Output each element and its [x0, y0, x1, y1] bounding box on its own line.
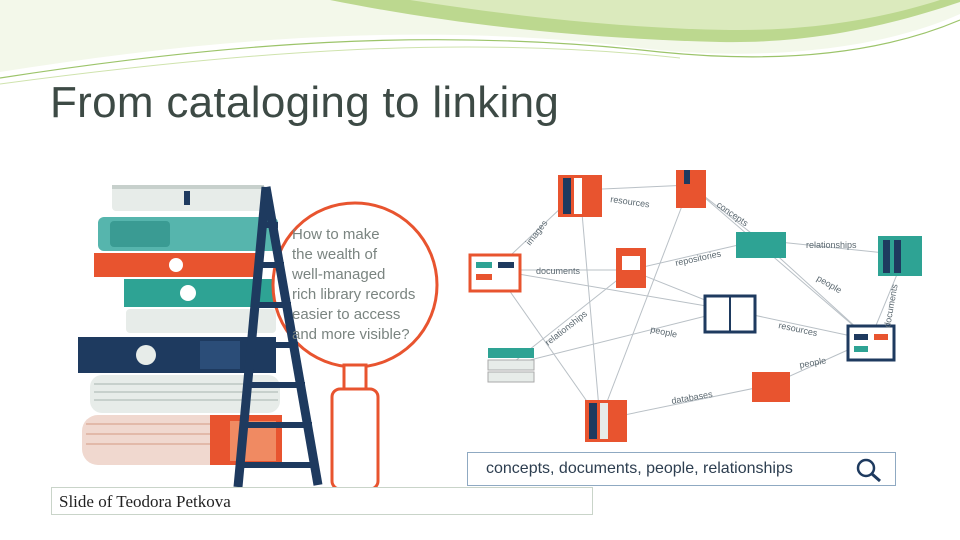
edge-label: resources: [778, 320, 819, 338]
edge-label: concepts: [715, 199, 751, 228]
edge-label: resources: [610, 194, 651, 209]
question-line: How to make: [292, 226, 380, 243]
node-book-top: [676, 170, 706, 208]
node-binders-top: [558, 175, 602, 217]
node-open-book-right: [846, 324, 896, 362]
edge-label: images: [524, 218, 550, 247]
edge-label: documents: [536, 266, 581, 276]
magnifier-icon: [271, 201, 439, 491]
edge-label: repositories: [674, 248, 722, 268]
network-edges: [494, 184, 906, 421]
edge-label: people: [815, 273, 843, 295]
node-books-bottom-right: [752, 372, 790, 402]
linked-data-network: resources concepts images documents repo…: [468, 170, 922, 442]
question-line: rich library records: [292, 286, 415, 303]
edge-label: people: [799, 355, 827, 370]
search-query: concepts, documents, people, relationshi…: [486, 460, 793, 477]
node-binders-bottom: [585, 400, 627, 442]
node-open-book-left: [468, 253, 522, 293]
question-line: and more visible?: [292, 326, 410, 343]
question-line: the wealth of: [292, 246, 378, 263]
node-database-stack: [487, 348, 535, 383]
node-book-top-tab: [684, 170, 690, 184]
node-document-center-page: [622, 256, 640, 270]
question-line: well-managed: [291, 266, 385, 283]
edge-label: relationships: [806, 240, 857, 250]
question-line: easier to access: [292, 306, 400, 323]
slide-title: From cataloging to linking: [50, 78, 560, 127]
question-text: How to make the wealth of well-managed r…: [291, 226, 415, 343]
edge-label: relationships: [543, 308, 589, 347]
edge-label: documents: [882, 283, 900, 329]
search-bar[interactable]: concepts, documents, people, relationshi…: [467, 452, 896, 486]
magnifier-icon[interactable]: [853, 456, 885, 484]
node-binders-right: [878, 236, 922, 276]
edge-label: people: [650, 324, 679, 339]
node-open-book-center: [703, 294, 757, 334]
ladder: [233, 186, 323, 488]
caption-text: Slide of Teodora Petkova: [59, 492, 231, 511]
node-card-teal: [736, 232, 786, 258]
edge-label: databases: [671, 389, 714, 406]
books-ladder-illustration: How to make the wealth of well-managed r…: [78, 185, 439, 491]
slide-caption: Slide of Teodora Petkova: [51, 487, 593, 515]
header-swoosh: [0, 0, 960, 85]
